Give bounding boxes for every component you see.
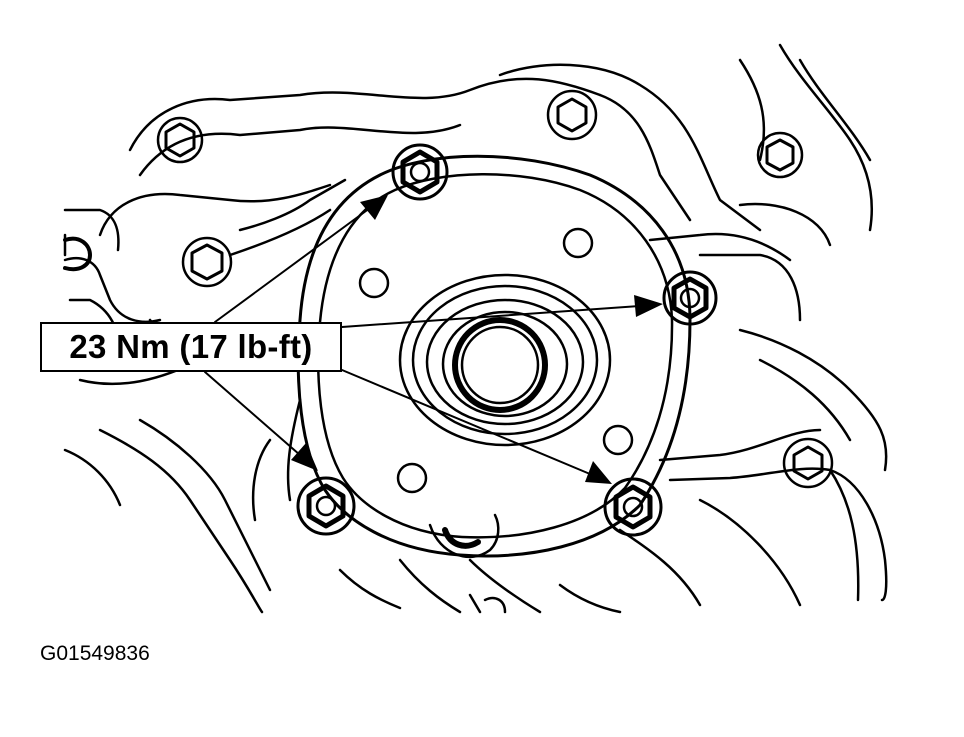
leader-lines (204, 195, 663, 484)
pump-bolt-right (662, 270, 718, 326)
pump-bolt-bottom-left (296, 476, 356, 536)
torque-label: 23 Nm (17 lb-ft) (69, 328, 313, 365)
pump-bolt-bottom-right (603, 477, 663, 537)
pump-bolts (296, 143, 718, 537)
arrowhead-bottom-left (291, 443, 318, 471)
engine-casting-lines (63, 43, 888, 614)
arrowhead-top (360, 195, 388, 220)
torque-callout: 23 Nm (17 lb-ft) (40, 322, 342, 372)
surrounding-bolts (63, 89, 834, 489)
arrowhead-right (634, 295, 663, 317)
pump-bolt-top (391, 143, 449, 201)
figure-id: G01549836 (40, 642, 150, 665)
arrowhead-bottom-right (585, 461, 612, 484)
